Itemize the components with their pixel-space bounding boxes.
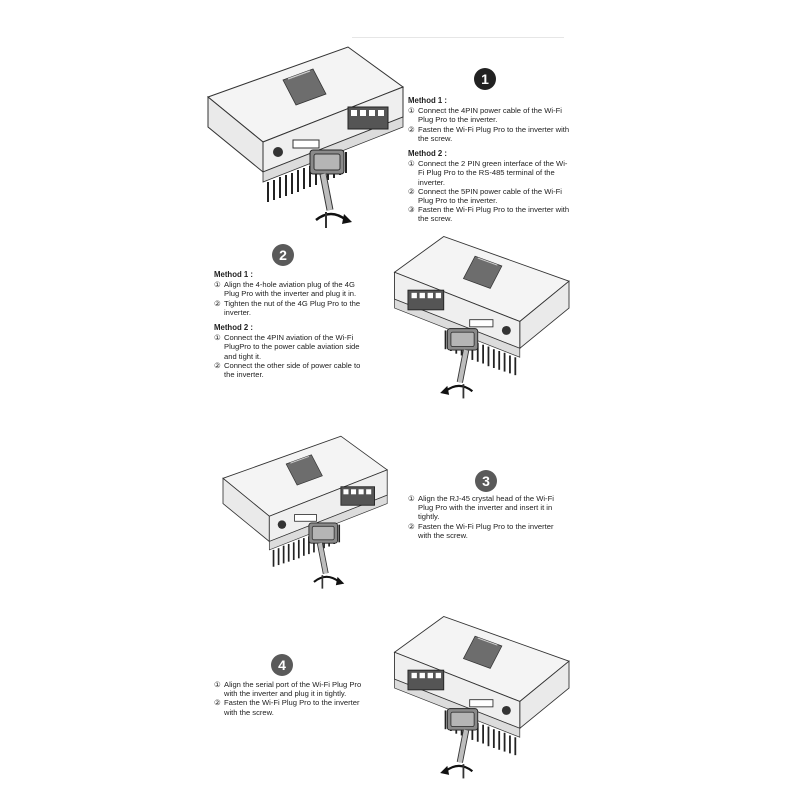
inverter-illustration-2 <box>384 232 584 402</box>
inverter-plug-drawing <box>198 432 408 592</box>
inverter-plug-drawing <box>384 612 584 782</box>
method-title: Method 1 : <box>214 270 253 279</box>
inverter-plug-drawing <box>198 42 408 232</box>
inverter-plug-drawing <box>384 232 584 402</box>
method-title: Method 2 : <box>408 149 447 159</box>
inverter-illustration-1 <box>198 42 408 232</box>
step-badge-4: 4 <box>271 654 293 676</box>
method-title: Method 2 : <box>214 323 253 333</box>
step-badge-2: 2 <box>272 244 294 266</box>
method-title: Method 1 : <box>408 96 447 105</box>
step-badge-3: 3 <box>475 470 497 492</box>
top-divider <box>352 37 564 38</box>
inverter-illustration-4 <box>384 612 584 782</box>
step-badge-1: 1 <box>474 68 496 90</box>
inverter-illustration-3 <box>198 432 408 592</box>
